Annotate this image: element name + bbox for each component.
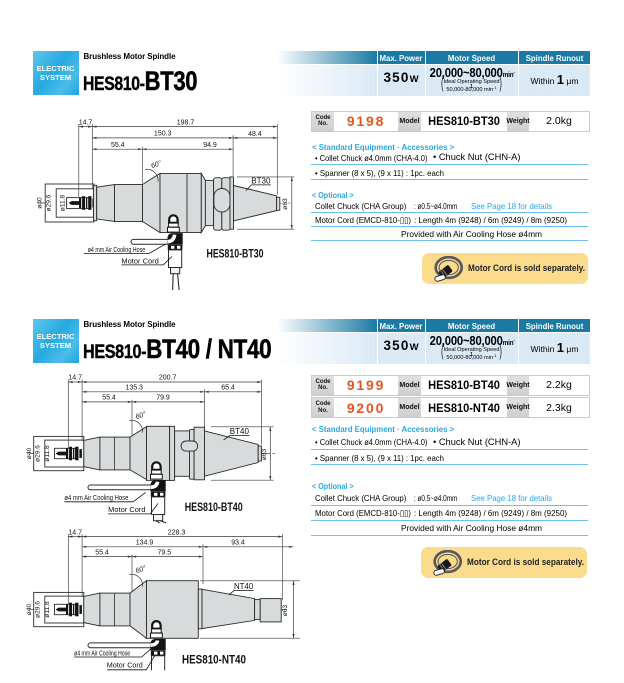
svg-text:ø29.6: ø29.6	[35, 601, 42, 618]
svg-text:ø11.8: ø11.8	[44, 445, 51, 462]
svg-text:60°: 60°	[134, 410, 147, 421]
svg-text:Motor Cord: Motor Cord	[107, 661, 143, 670]
svg-text:60°: 60°	[150, 159, 163, 170]
svg-text:BT30: BT30	[251, 176, 271, 185]
svg-text:ø40: ø40	[26, 603, 33, 615]
svg-text:134.9: 134.9	[136, 540, 154, 547]
svg-text:ø63: ø63	[282, 198, 289, 210]
svg-text:BT40: BT40	[230, 427, 250, 436]
svg-text:48.4: 48.4	[248, 131, 262, 138]
svg-text:ø40: ø40	[36, 197, 43, 209]
svg-text:198.7: 198.7	[177, 120, 195, 127]
svg-text:14.7: 14.7	[79, 119, 93, 126]
svg-text:93.4: 93.4	[231, 540, 245, 547]
svg-text:Motor Cord: Motor Cord	[108, 505, 146, 514]
svg-text:ø40: ø40	[26, 447, 33, 459]
svg-text:55.4: 55.4	[111, 142, 125, 149]
svg-text:55.4: 55.4	[102, 395, 116, 402]
svg-text:NT40: NT40	[234, 582, 254, 591]
svg-text:200.7: 200.7	[159, 375, 177, 382]
svg-text:14.7: 14.7	[68, 375, 82, 382]
svg-text:94.9: 94.9	[203, 142, 217, 149]
svg-text:HES810-BT30: HES810-BT30	[207, 249, 264, 261]
svg-text:HES810-BT40: HES810-BT40	[185, 502, 243, 514]
svg-text:79.5: 79.5	[157, 549, 171, 556]
svg-text:79.9: 79.9	[156, 395, 170, 402]
svg-text:ø63: ø63	[282, 604, 289, 616]
svg-text:60°: 60°	[134, 564, 147, 575]
svg-text:Motor Cord: Motor Cord	[121, 257, 158, 266]
svg-text:ø29.6: ø29.6	[35, 445, 42, 462]
svg-text:55.4: 55.4	[95, 549, 109, 556]
svg-text:ø11.8: ø11.8	[59, 194, 66, 211]
svg-text:135.3: 135.3	[125, 385, 143, 392]
svg-text:228.3: 228.3	[168, 529, 186, 536]
svg-text:HES810-NT40: HES810-NT40	[182, 655, 246, 667]
svg-text:65.4: 65.4	[221, 385, 235, 392]
svg-text:ø29.6: ø29.6	[46, 194, 53, 211]
svg-text:150.3: 150.3	[154, 131, 172, 138]
svg-text:ø4 mm Air Cooling Hose: ø4 mm Air Cooling Hose	[64, 493, 128, 502]
svg-text:14.7: 14.7	[68, 529, 82, 536]
svg-text:ø4 mm Air Cooling Hose: ø4 mm Air Cooling Hose	[74, 648, 130, 657]
svg-text:ø4 mm Air Cooling Hose: ø4 mm Air Cooling Hose	[88, 245, 146, 254]
svg-text:ø63: ø63	[261, 448, 268, 460]
svg-text:ø11.8: ø11.8	[44, 601, 51, 618]
